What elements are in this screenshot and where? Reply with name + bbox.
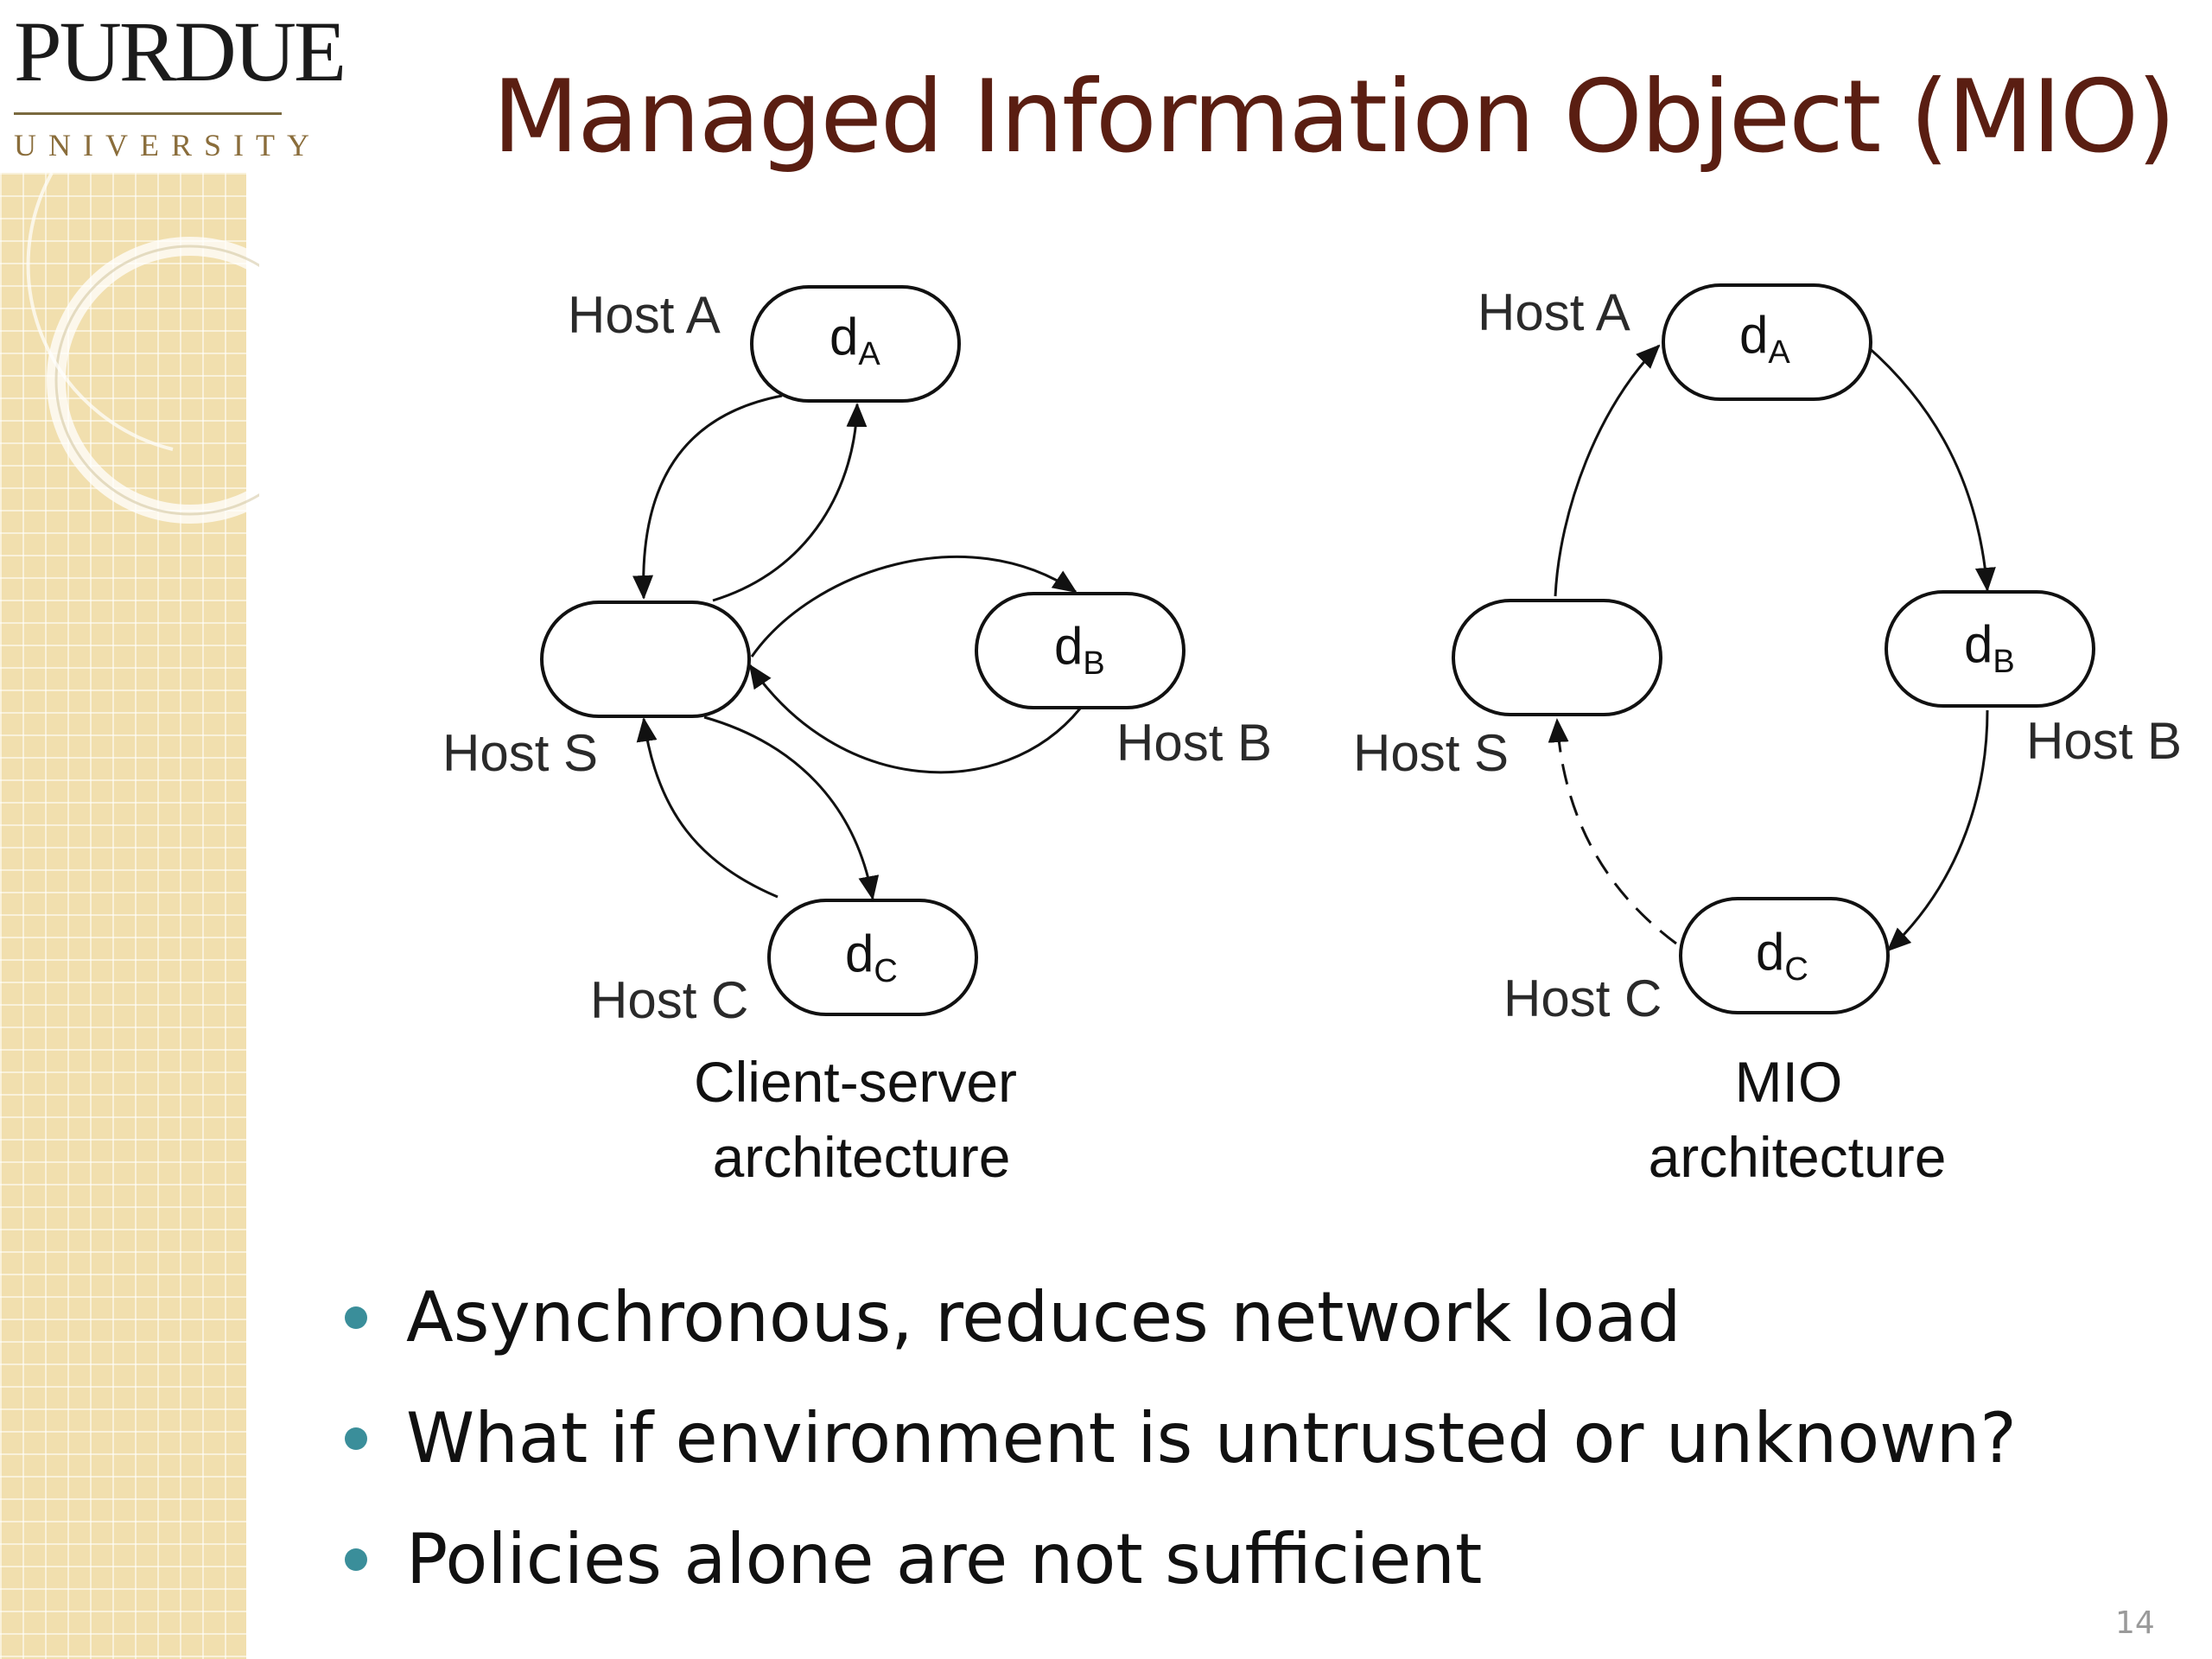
cs-node-a-value: dA: [830, 308, 880, 372]
cs-label-host-b: Host B: [1116, 714, 1272, 772]
slide-title: Managed Information Object (MIO): [493, 59, 2176, 175]
mio-node-host-c: [1679, 897, 1890, 1014]
cs-node-host-c: [767, 899, 978, 1016]
mio-node-host-s: [1452, 599, 1662, 716]
architecture-diagrams: dA dB dC Host A Host S Host B Host C Cli…: [442, 283, 2182, 1189]
mio-node-host-b: [1885, 590, 2095, 708]
logo-divider: [14, 112, 282, 115]
bullet-text: Policies alone are not sufficient: [406, 1519, 1483, 1599]
mio-node-b-value: dB: [1964, 615, 2015, 680]
mio-node-a-value: dA: [1739, 306, 1790, 371]
bullet-dot-icon: [345, 1306, 367, 1329]
edge-host-a-to-host-b-mio: [1866, 344, 1996, 592]
cs-caption-line2: architecture: [713, 1125, 1011, 1189]
bullet-item: Policies alone are not sufficient: [341, 1512, 2017, 1633]
cs-label-host-a: Host A: [568, 286, 721, 344]
logo-wordmark: PURDUE: [14, 3, 346, 99]
cs-node-host-b: [975, 592, 1185, 709]
mio-edges: [1548, 344, 1996, 952]
decorative-side-strip: [0, 173, 246, 1659]
edge-host-s-to-host-c: [703, 715, 880, 900]
bullet-text: What if environment is untrusted or unkn…: [406, 1398, 2017, 1478]
mio-node-host-a: [1662, 283, 1872, 401]
cs-caption-line1: Client-server: [694, 1050, 1017, 1114]
mio-label-host-s: Host S: [1353, 724, 1509, 782]
edge-host-a-to-host-s: [632, 394, 783, 600]
cs-label-host-c: Host C: [590, 971, 748, 1029]
edge-host-b-to-host-c-mio: [1886, 709, 1989, 952]
bullet-dot-icon: [345, 1427, 367, 1450]
client-server-edges: [632, 394, 1082, 900]
cs-node-host-a: [750, 285, 961, 403]
cs-node-b-value: dB: [1054, 617, 1105, 682]
cs-node-host-s: [540, 601, 751, 718]
mio-node-c-value: dC: [1756, 923, 1808, 988]
edge-host-s-to-host-b: [750, 556, 1077, 658]
mio-label-host-c: Host C: [1503, 969, 1662, 1027]
mio-label-host-b: Host B: [2026, 712, 2182, 770]
edge-host-s-to-host-a: [712, 403, 868, 602]
edge-host-s-to-host-a-mio: [1554, 344, 1661, 597]
bullet-item: Asynchronous, reduces network load: [341, 1270, 2017, 1391]
bullet-item: What if environment is untrusted or unkn…: [341, 1391, 2017, 1512]
mio-caption-line2: architecture: [1649, 1125, 1947, 1189]
mio-caption-line1: MIO: [1735, 1050, 1843, 1114]
page-number: 14: [2115, 1605, 2155, 1641]
decorative-ring-graphic: [26, 172, 259, 524]
cs-node-c-value: dC: [845, 925, 898, 989]
cs-label-host-s: Host S: [442, 724, 598, 782]
edge-host-c-to-host-s-mio: [1548, 718, 1677, 945]
bullet-list: Asynchronous, reduces network load What …: [341, 1270, 2017, 1633]
bullet-text: Asynchronous, reduces network load: [406, 1277, 1681, 1357]
mio-label-host-a: Host A: [1478, 283, 1630, 341]
bullet-dot-icon: [345, 1548, 367, 1571]
client-server-diagram: dA dB dC Host A Host S Host B Host C Cli…: [442, 285, 1272, 1189]
edge-host-b-to-host-s: [748, 664, 1082, 774]
logo-subtitle: UNIVERSITY: [14, 128, 321, 162]
mio-diagram: dA dB dC Host A Host S Host B Host C MIO…: [1353, 283, 2182, 1189]
purdue-logo: PURDUE UNIVERSITY: [0, 0, 346, 173]
edge-host-c-to-host-s: [636, 717, 779, 899]
